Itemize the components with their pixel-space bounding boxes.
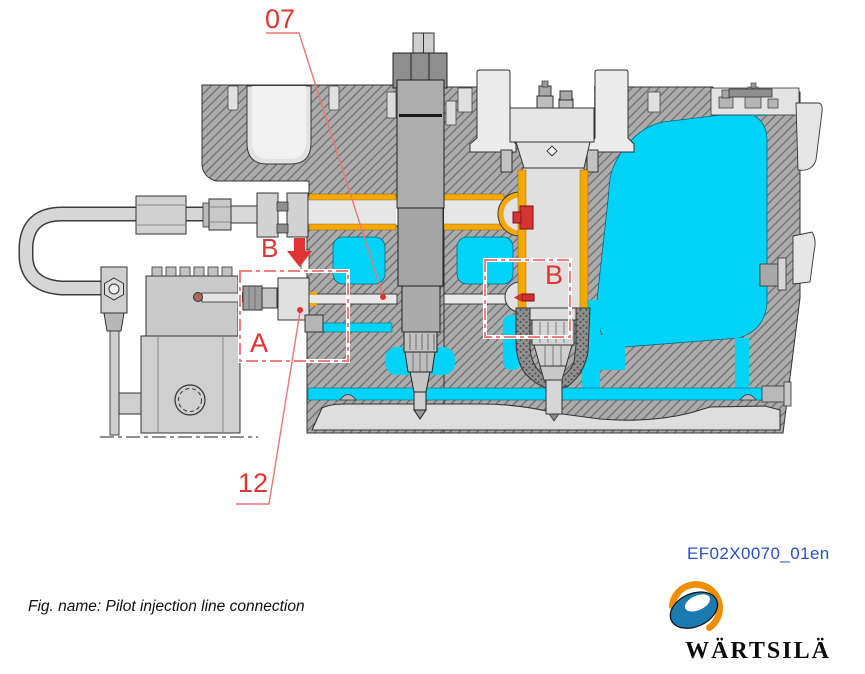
annotations	[236, 32, 572, 505]
pilot-line-bore-right	[443, 293, 509, 305]
pilot-injector-assembly	[469, 69, 635, 422]
fuel-channel	[306, 191, 521, 313]
upper-connection-plug	[519, 205, 534, 230]
leader-line-12	[236, 311, 301, 505]
pilot-line-connector	[277, 277, 310, 321]
coolant-spaces	[307, 88, 791, 401]
callout-07: 07	[265, 4, 296, 34]
detail-b-box	[484, 259, 571, 338]
wartsila-swoosh-icon	[668, 581, 723, 632]
bottom-plate	[311, 381, 792, 431]
brand-logo: WÄRTSILÄ	[663, 575, 853, 665]
callout-view-b: B	[261, 233, 279, 263]
pilot-pump-assembly	[18, 192, 324, 438]
view-b-arrow-icon	[287, 238, 312, 267]
callout-detail-a: A	[250, 328, 269, 358]
callout-detail-b: B	[545, 260, 564, 290]
document-code: EF02X0070_01en	[687, 544, 830, 563]
pilot-injection-diagram	[18, 32, 823, 505]
line-flange	[256, 192, 279, 238]
main-injector	[392, 32, 448, 420]
brand-wordmark: WÄRTSILÄ	[685, 638, 831, 664]
pump-block	[145, 275, 239, 337]
pilot-line-connection-plug	[521, 293, 535, 302]
connector-nut	[242, 285, 263, 311]
figure-caption: Fig. name: Pilot injection line connecti…	[28, 598, 305, 615]
leader-line-07	[266, 32, 384, 297]
detail-a-box	[239, 270, 349, 362]
callout-12: 12	[238, 468, 269, 498]
head-outer-edge	[710, 82, 823, 291]
orientation-diamond-icon	[546, 145, 558, 157]
